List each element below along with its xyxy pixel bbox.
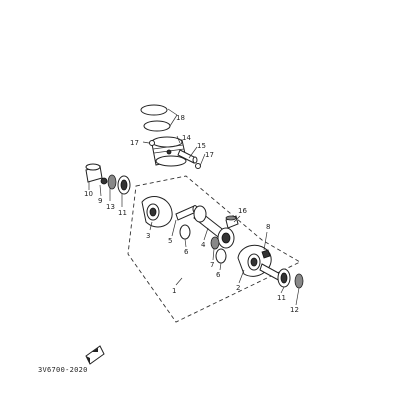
callout-8: 8 [266,223,270,231]
leader-lines [88,108,300,306]
callout-15: 15 [197,142,206,150]
callout-7: 7 [210,261,214,269]
thrust-washer-right [215,248,227,264]
callout-4: 4 [201,241,206,249]
callout-16: 16 [238,207,247,215]
callout-1: 1 [172,287,176,295]
callout-10: 10 [84,190,93,198]
callout-11-left: 11 [118,209,127,217]
thrust-washer-left [179,224,191,240]
callout-labels: 18 17 14 15 17 10 9 13 11 3 5 6 4 16 7 6… [84,114,299,314]
figure-code: 3V6700-2020 [38,366,88,374]
callout-13: 13 [106,203,115,211]
small-end-bearing [225,215,239,229]
right-stack-parts [259,263,304,289]
callout-2: 2 [236,284,240,292]
callout-6-right: 6 [216,271,221,279]
callout-11-right: 11 [277,294,286,302]
orientation-marker [85,345,105,365]
connecting-rod [193,205,235,249]
callout-17-left: 17 [130,139,139,147]
callout-3: 3 [146,232,150,240]
assembly-group-outline [127,175,301,323]
callout-9: 9 [98,197,102,205]
callout-14: 14 [182,134,191,142]
circlip-left [149,140,155,146]
callout-12: 12 [290,306,299,314]
left-crank-web [141,196,173,228]
piston-rings [140,104,171,132]
callout-5: 5 [168,237,172,245]
callout-17-right: 17 [205,151,214,159]
circlip-right [195,163,201,169]
big-end-bearing [210,236,220,250]
woodruff-key [261,249,271,259]
callout-18: 18 [176,114,185,122]
left-stack-parts [85,163,131,195]
callout-6-left: 6 [184,248,189,256]
